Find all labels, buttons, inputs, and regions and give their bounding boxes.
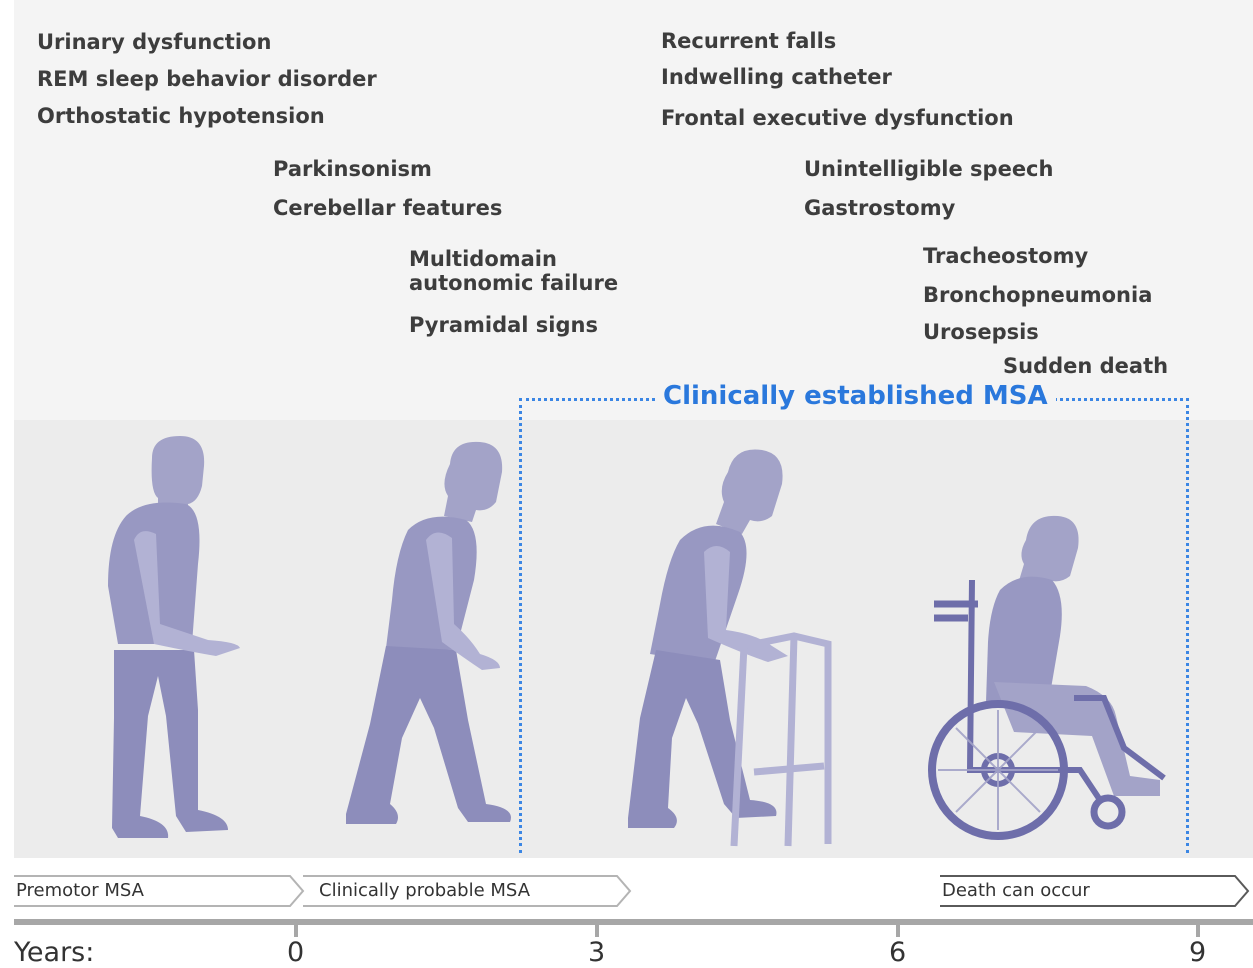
symptom-bronchopneumonia: Bronchopneumonia xyxy=(923,283,1153,307)
symptom-urosepsis: Urosepsis xyxy=(923,320,1039,344)
symptom-multidomain-autonomic-failure: Multidomain autonomic failure xyxy=(409,247,619,295)
clinically-established-label: Clinically established MSA xyxy=(655,379,1056,413)
years-axis xyxy=(14,919,1253,925)
symptom-orthostatic-hypotension: Orthostatic hypotension xyxy=(37,104,325,128)
axis-tick-label-0: 0 xyxy=(287,937,305,968)
symptom-sudden-death: Sudden death xyxy=(1003,354,1169,378)
symptom-rem-sleep-disorder: REM sleep behavior disorder xyxy=(37,67,377,91)
symptom-parkinsonism: Parkinsonism xyxy=(273,157,432,181)
symptom-unintelligible-speech: Unintelligible speech xyxy=(804,157,1054,181)
stage-death-can-occur: Death can occur xyxy=(942,880,1090,901)
clinically-established-bracket xyxy=(519,398,1189,853)
stage-arrows xyxy=(14,875,1250,907)
symptom-frontal-executive-dysfunction: Frontal executive dysfunction xyxy=(661,106,1014,130)
person-with-walker-icon xyxy=(628,449,832,847)
probable-arrow-shape xyxy=(303,875,632,907)
symptom-cerebellar-features: Cerebellar features xyxy=(273,196,503,220)
symptom-gastrostomy: Gastrostomy xyxy=(804,196,956,220)
disease-progression-figures xyxy=(108,436,1166,847)
stooped-person-icon xyxy=(346,441,511,824)
symptom-urinary-dysfunction: Urinary dysfunction xyxy=(37,30,272,54)
symptom-recurrent-falls: Recurrent falls xyxy=(661,29,837,53)
axis-tick-label-9: 9 xyxy=(1189,937,1207,968)
axis-tick xyxy=(294,919,298,937)
upright-person-icon xyxy=(108,436,240,838)
axis-tick xyxy=(1196,919,1200,937)
stage-premotor-msa: Premotor MSA xyxy=(16,880,144,901)
axis-tick xyxy=(595,919,599,937)
symptom-pyramidal-signs: Pyramidal signs xyxy=(409,313,598,337)
symptom-panel xyxy=(14,0,1253,420)
premotor-arrow-shape xyxy=(14,875,305,907)
axis-tick-label-6: 6 xyxy=(889,937,907,968)
symptom-tracheostomy: Tracheostomy xyxy=(923,244,1089,268)
death-arrow-shape xyxy=(940,875,1250,907)
symptom-indwelling-catheter: Indwelling catheter xyxy=(661,65,892,89)
stage-clinically-probable-msa: Clinically probable MSA xyxy=(319,880,531,901)
axis-tick-label-3: 3 xyxy=(588,937,606,968)
axis-years-label: Years: xyxy=(14,937,95,968)
axis-tick xyxy=(896,919,900,937)
wheelchair-user-icon xyxy=(928,515,1166,840)
